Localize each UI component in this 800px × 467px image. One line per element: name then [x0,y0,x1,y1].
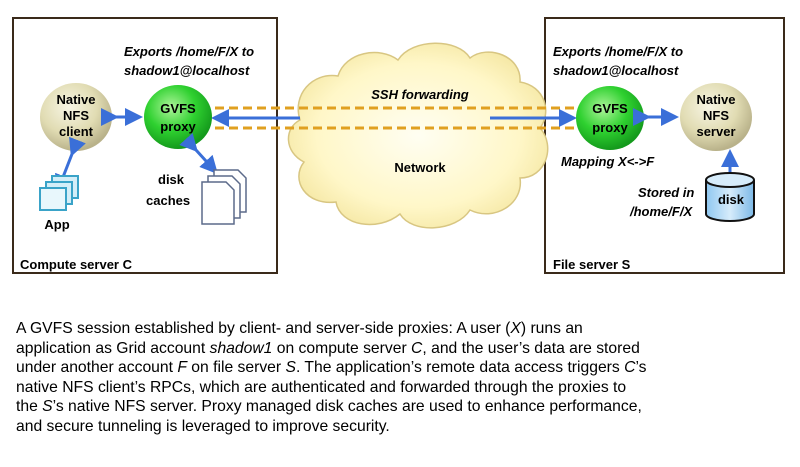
nfs-client-node: Native NFS client [40,83,112,151]
file-exports-line1: Exports /home/F/X to [553,44,683,59]
proxy-cache-arrow [179,132,219,175]
gvfs-proxy-server-label-1: GVFS [592,101,628,116]
file-exports-line2: shadow1@localhost [553,63,679,78]
nfs-server-label-2: NFS [703,108,729,123]
disk-caches-icon [201,169,247,225]
figure-caption: A GVFS session established by client- an… [16,320,647,435]
compute-exports-line2: shadow1@localhost [124,63,250,78]
gvfs-proxy-client-label-1: GVFS [160,101,196,116]
stored-line1: Stored in [638,185,694,200]
ssh-tunnel [215,106,580,130]
app-label: App [44,217,69,232]
network-label: Network [394,160,446,175]
nfs-client-label-2: NFS [63,108,89,123]
mapping-label: Mapping X<->F [561,154,655,169]
compute-server-label: Compute server C [20,257,133,272]
gvfs-proxy-client-label-2: proxy [160,119,196,134]
nfs-server-label-1: Native [696,92,735,107]
gvfs-architecture-diagram: Compute server C File server S SSH forwa… [12,17,785,274]
gvfs-proxy-client-node: GVFS proxy [144,85,212,149]
app-icon [39,175,79,211]
disk-caches-label-1: disk [158,172,185,187]
compute-server-box [12,17,278,274]
nfs-server-label-3: server [696,124,735,139]
nfs-client-label-1: Native [56,92,95,107]
nfs-client-label-3: client [59,124,94,139]
gvfs-proxy-server-label-2: proxy [592,120,628,135]
ssh-forwarding-label: SSH forwarding [371,87,469,102]
network-cloud [287,42,549,229]
disk-caches-label-2: caches [146,193,190,208]
file-server-label: File server S [553,257,631,272]
compute-exports-line1: Exports /home/F/X to [124,44,254,59]
gvfs-proxy-server-node: GVFS proxy [576,86,644,150]
stored-line2: /home/F/X [629,204,693,219]
disk-icon [705,172,755,222]
nfs-server-node: Native NFS server [680,83,752,151]
disk-label: disk [718,192,745,207]
